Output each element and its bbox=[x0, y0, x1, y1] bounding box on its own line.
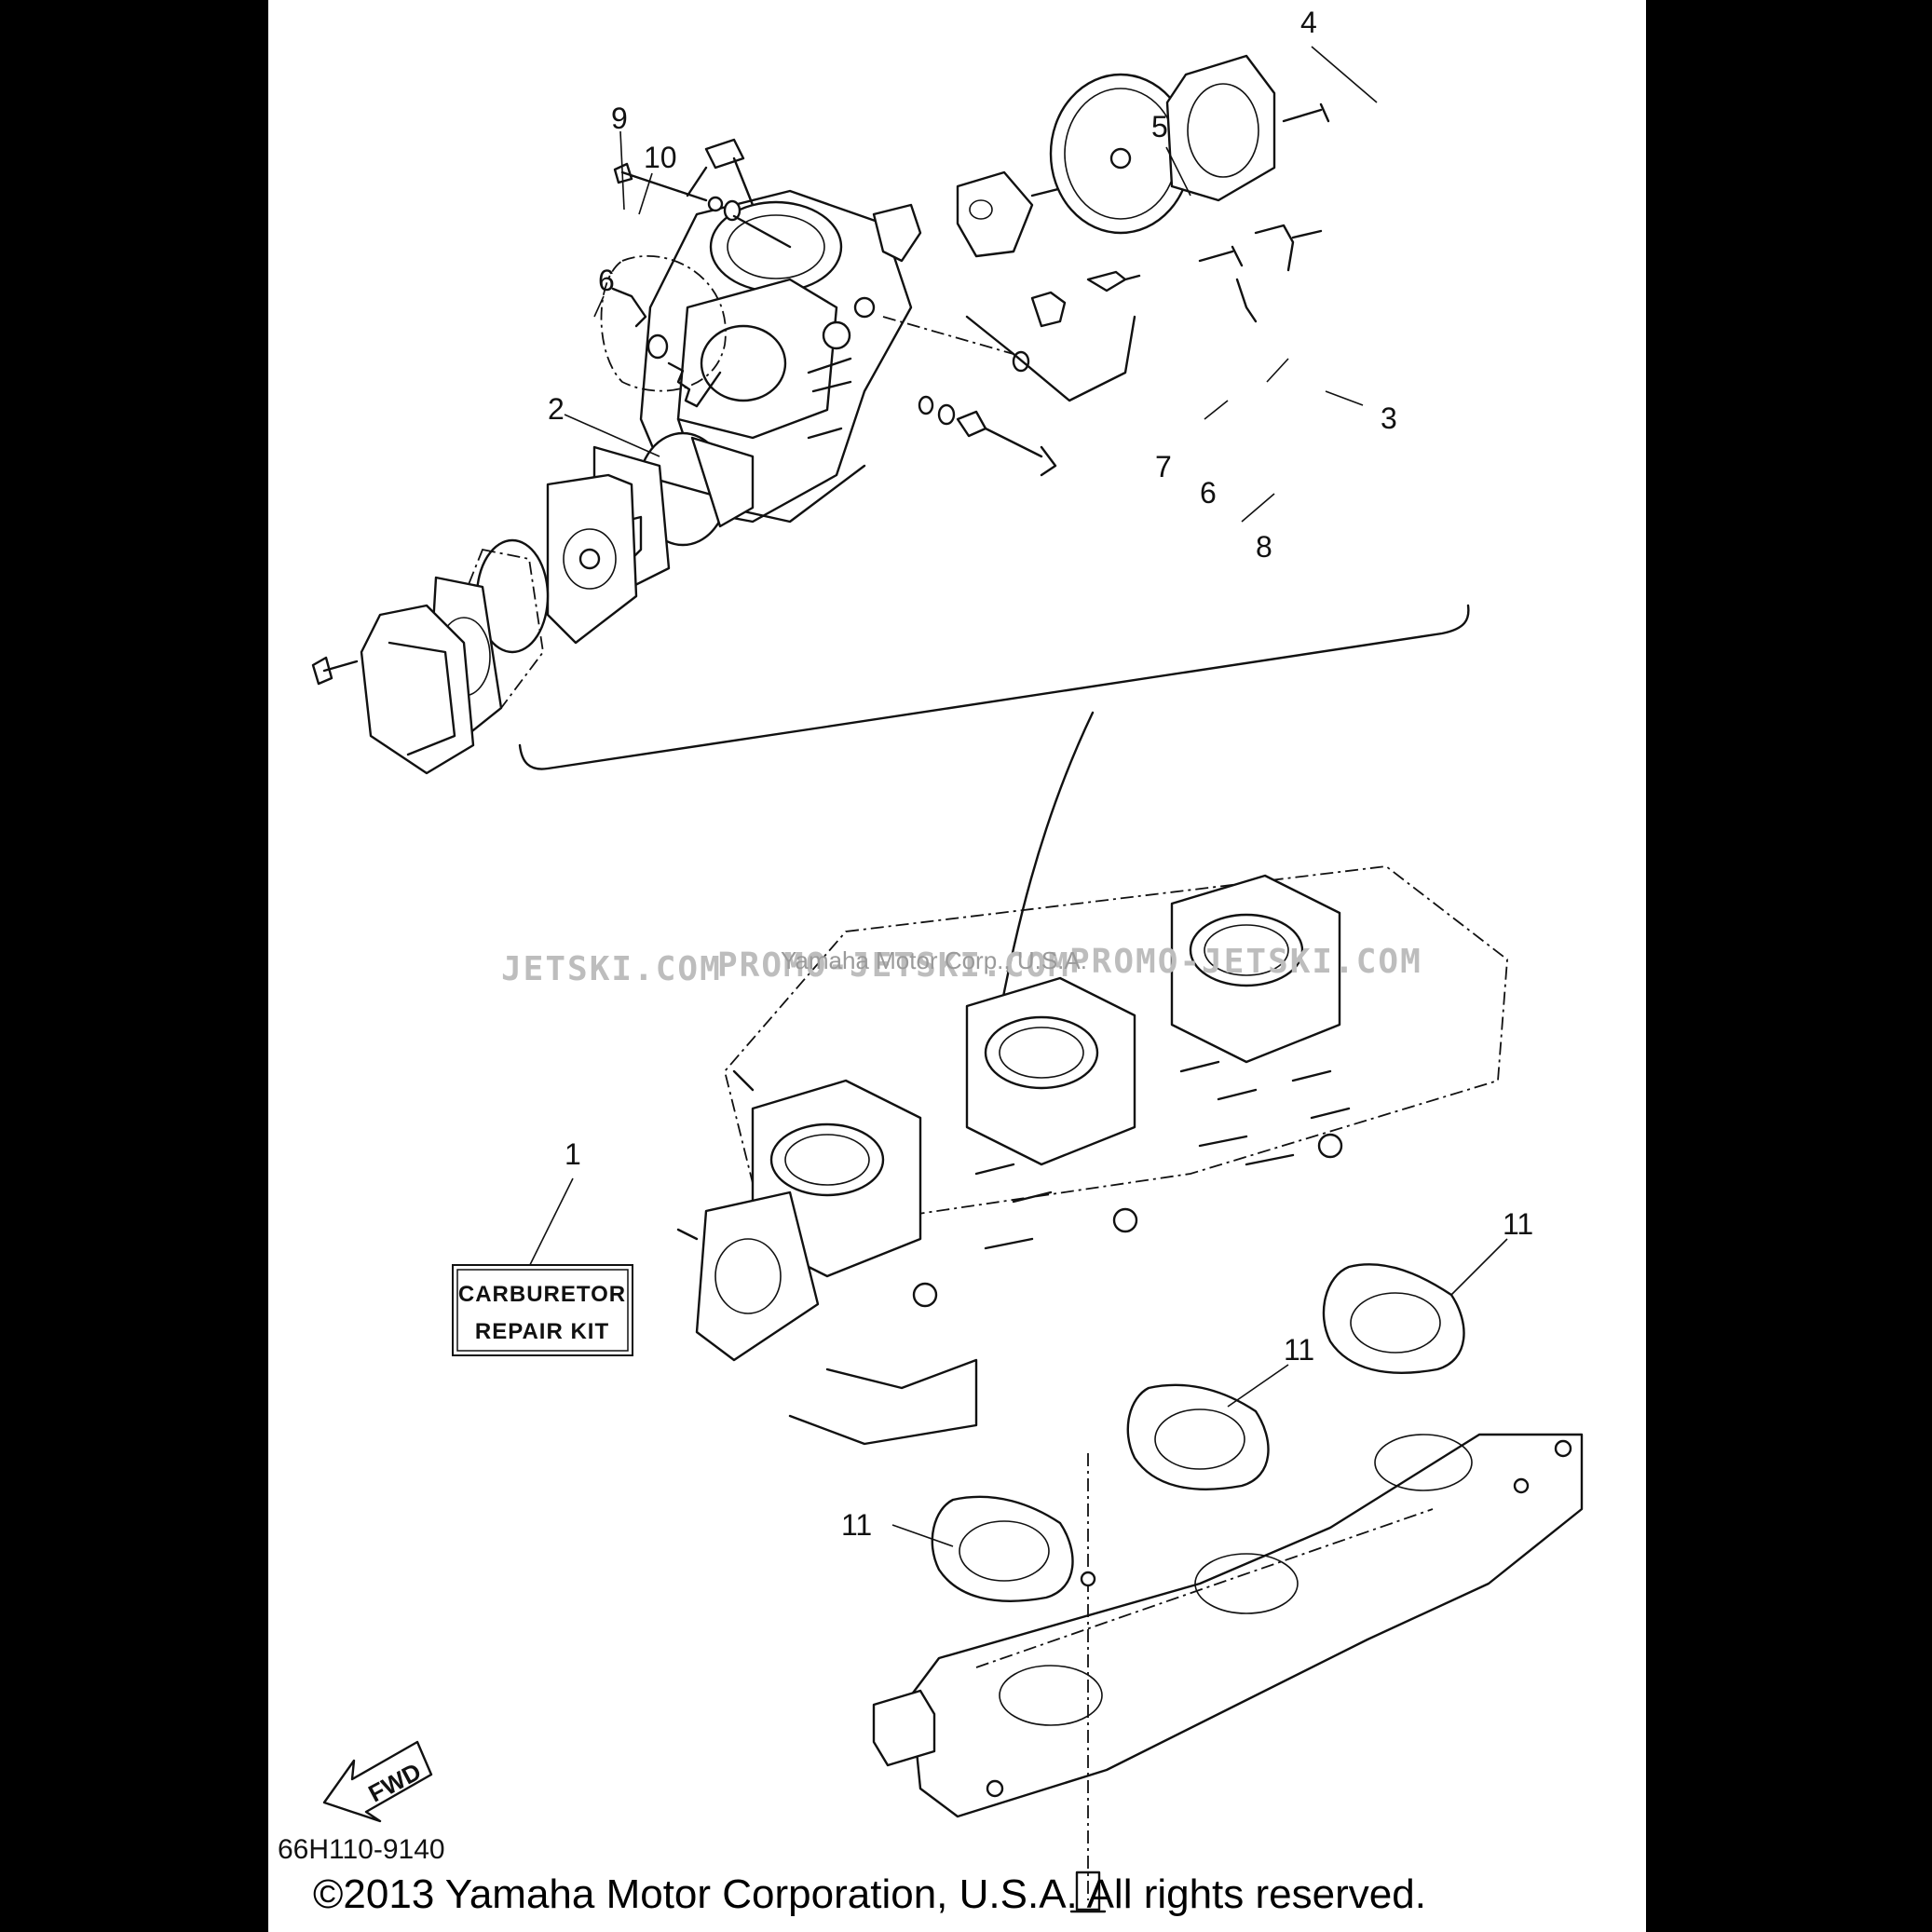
callout-11-c: 11 bbox=[841, 1508, 872, 1542]
watermark-left: JETSKI.COM bbox=[501, 950, 722, 988]
callout-4: 4 bbox=[1300, 6, 1317, 39]
callout-1: 1 bbox=[565, 1137, 581, 1171]
callout-11-a: 11 bbox=[1503, 1207, 1533, 1241]
callout-8: 8 bbox=[1256, 530, 1272, 564]
callout-10: 10 bbox=[644, 141, 677, 174]
assembly-bracket bbox=[518, 604, 1470, 770]
callout-5: 5 bbox=[1151, 110, 1168, 143]
callout-labels: 9 10 6 2 4 5 3 7 6 8 1 11 11 11 bbox=[548, 6, 1533, 1542]
callout-6-upper: 6 bbox=[598, 264, 615, 297]
watermark-band: JETSKI.COM PROMO-JETSKI.COM PROMO-JETSKI… bbox=[501, 943, 1422, 988]
callout-9: 9 bbox=[611, 102, 628, 135]
callout-11-b: 11 bbox=[1284, 1333, 1314, 1367]
kit-line-2: REPAIR KIT bbox=[475, 1319, 609, 1344]
diagram-sheet: 9 10 6 2 4 5 3 7 6 8 1 11 11 11 CARBURET… bbox=[268, 0, 1646, 1932]
part-code: 66H110-9140 bbox=[278, 1834, 445, 1865]
intake-manifold bbox=[872, 1433, 1584, 1913]
gasket-11-b bbox=[1126, 1383, 1270, 1490]
copyright-notice: ©2013 Yamaha Motor Corporation, U.S.A. A… bbox=[313, 1871, 1426, 1917]
callout-2: 2 bbox=[548, 392, 565, 426]
callout-7: 7 bbox=[1155, 450, 1172, 483]
watermark-overlay: Yamaha Motor Corp., U.S.A. bbox=[781, 946, 1087, 974]
watermark-right: PROMO-JETSKI.COM bbox=[1069, 943, 1422, 981]
carburetor-repair-kit-box: CARBURETOR REPAIR KIT bbox=[452, 1264, 633, 1356]
carburetor-exploded-view bbox=[311, 54, 1330, 775]
watermark-middle: PROMO-JETSKI.COM bbox=[717, 946, 1070, 985]
gasket-11-c bbox=[931, 1495, 1074, 1602]
fwd-arrow: FWD bbox=[322, 1740, 433, 1823]
callout-6-lower: 6 bbox=[1200, 476, 1217, 510]
callout-3: 3 bbox=[1381, 401, 1397, 435]
kit-line-1: CARBURETOR bbox=[458, 1282, 626, 1307]
carburetor-triple-assembly bbox=[676, 865, 1508, 1446]
exploded-parts-diagram: 9 10 6 2 4 5 3 7 6 8 1 11 11 11 CARBURET… bbox=[278, 6, 1584, 1917]
gasket-11-a bbox=[1322, 1263, 1465, 1374]
